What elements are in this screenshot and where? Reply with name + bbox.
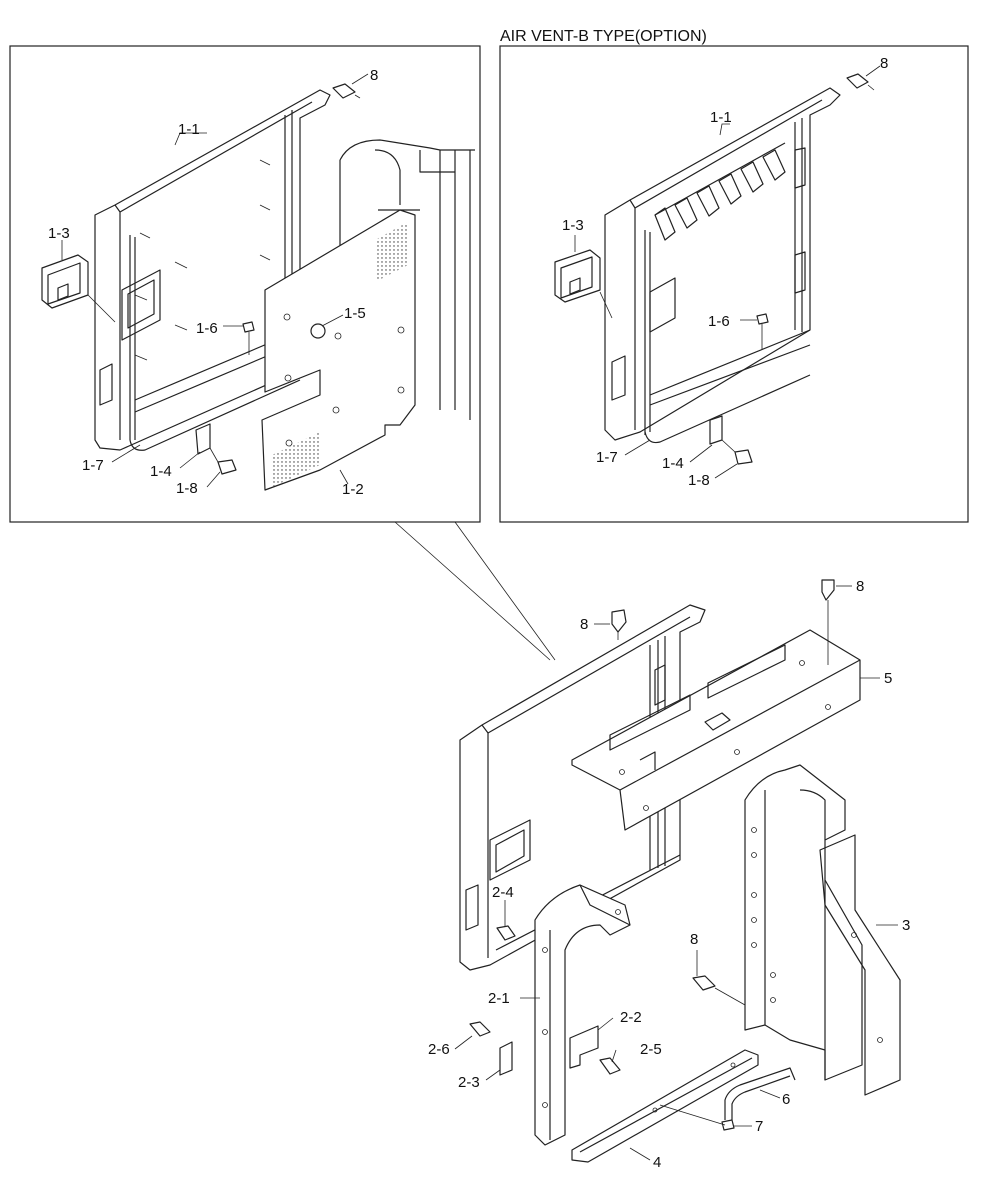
- bolt-8-right: [846, 73, 869, 89]
- label-1-3-right: 1-3: [562, 217, 584, 234]
- bolt-2-5: [599, 1057, 621, 1075]
- label-8: 8: [370, 67, 378, 84]
- plate-2-3: [499, 1041, 513, 1076]
- latch-1-3: [41, 254, 89, 309]
- support-beam-5: [571, 629, 861, 831]
- label-1-7-right: 1-7: [596, 449, 618, 466]
- label-1-5: 1-5: [344, 305, 366, 322]
- label-1-4-right: 1-4: [662, 455, 684, 472]
- bolt-2-4: [496, 925, 516, 941]
- main-cover: [459, 604, 706, 971]
- bolt-8-top-left: [611, 609, 627, 633]
- label-2-6: 2-6: [428, 1041, 450, 1058]
- label-8-mid: 8: [690, 931, 698, 948]
- label-2-5: 2-5: [640, 1041, 662, 1058]
- bracket-1-4-right: [709, 415, 723, 445]
- label-1-8-right: 1-8: [688, 472, 710, 489]
- label-1-8: 1-8: [176, 480, 198, 497]
- label-1-7: 1-7: [82, 457, 104, 474]
- label-4: 4: [653, 1154, 661, 1171]
- label-1-4: 1-4: [150, 463, 172, 480]
- label-2-1: 2-1: [488, 990, 510, 1007]
- right-detail-frame: [499, 45, 969, 523]
- label-1-1-right: 1-1: [710, 109, 732, 126]
- left-detail-panel: 8 1-1 1-3 1-5 1-6 1-7 1-4 1-8 1-2: [9, 45, 481, 523]
- label-1-6: 1-6: [196, 320, 218, 337]
- label-8-top-left: 8: [580, 616, 588, 633]
- label-1-2: 1-2: [342, 481, 364, 498]
- label-2-4: 2-4: [492, 884, 514, 901]
- detail-callout-lines: [394, 521, 556, 661]
- label-7: 7: [755, 1118, 763, 1135]
- nut-7: [721, 1119, 735, 1131]
- label-6: 6: [782, 1091, 790, 1108]
- label-1-3: 1-3: [48, 225, 70, 242]
- bracket-1-4: [195, 423, 211, 455]
- bolt-1-8: [217, 459, 237, 475]
- right-detail-panel: AIR VENT-B TYPE(OPTION): [499, 28, 969, 523]
- option-title: AIR VENT-B TYPE(OPTION): [500, 28, 707, 45]
- label-8-right: 8: [880, 55, 888, 72]
- bracket-2-2: [569, 1025, 599, 1069]
- bolt-8-top-right: [821, 579, 835, 601]
- left-detail-frame: [9, 45, 481, 523]
- bolt-2-6: [469, 1021, 491, 1037]
- label-3: 3: [902, 917, 910, 934]
- label-1-1: 1-1: [178, 121, 200, 138]
- vent-cover-1-1: [604, 87, 841, 441]
- label-1-6-right: 1-6: [708, 313, 730, 330]
- left-post-2-1: [534, 884, 631, 1146]
- bolt-8-left: [332, 83, 356, 99]
- rear-post-3: [744, 764, 863, 1081]
- tube-6: [724, 1067, 796, 1120]
- vent-slots: [654, 142, 786, 241]
- latch-1-3-right: [554, 249, 601, 303]
- label-8-top-right: 8: [856, 578, 864, 595]
- bolt-8-mid: [692, 975, 716, 991]
- bolt-1-8-right: [734, 449, 753, 465]
- label-5: 5: [884, 670, 892, 687]
- label-2-3: 2-3: [458, 1074, 480, 1091]
- main-assembly: 8 8 5 2-4 3 8 2-1 2-2 2-6 2-5 2-3 6 7 4: [428, 578, 910, 1171]
- label-2-2: 2-2: [620, 1009, 642, 1026]
